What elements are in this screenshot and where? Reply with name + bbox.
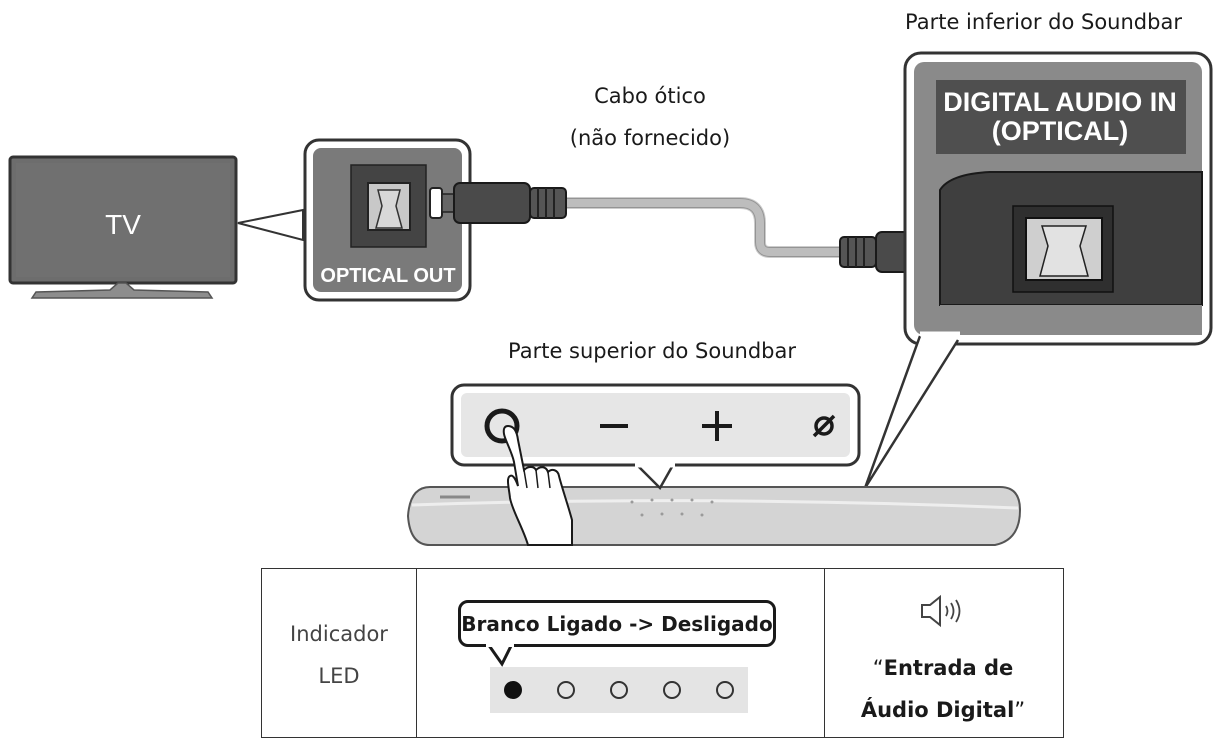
voice-line1: Entrada de <box>883 656 1014 680</box>
optical-cable <box>429 182 977 273</box>
tv-illustration: TV <box>8 155 238 299</box>
voice-line2: Áudio Digital <box>860 698 1015 722</box>
soundbar-body <box>406 486 1022 546</box>
led-callout: Branco Ligado -> Desligado <box>458 600 776 647</box>
soundbar-top-callout <box>450 383 861 546</box>
indicator-label-line1: Indicador <box>290 622 388 646</box>
led-dot-1 <box>504 681 522 699</box>
led-dot-5 <box>716 681 734 699</box>
led-dot-2 <box>557 681 575 699</box>
led-callout-pointer <box>486 644 514 667</box>
digital-audio-in-line2: (OPTICAL) <box>992 116 1128 146</box>
led-status-table: Indicador LED Branco Ligado -> Desligado <box>261 568 1064 738</box>
hand-pointer-icon <box>502 424 573 546</box>
voice-close-quote: ” <box>1014 698 1026 722</box>
speaker-icon <box>921 594 961 628</box>
volume-up-button[interactable] <box>702 411 732 441</box>
digital-audio-in-line1: DIGITAL AUDIO IN <box>943 87 1177 117</box>
led-callout-text: Branco Ligado -> Desligado <box>461 612 773 636</box>
soundbar-bottom-callout: DIGITAL AUDIO IN (OPTICAL) <box>863 51 1213 489</box>
led-dot-4 <box>663 681 681 699</box>
tv-optical-port-callout: OPTICAL OUT <box>237 138 472 302</box>
cable-label-line1: Cabo ótico <box>594 84 706 108</box>
led-strip <box>490 667 748 713</box>
soundbar-top-title: Parte superior do Soundbar <box>508 339 796 363</box>
tv-label: TV <box>105 209 141 240</box>
power-button[interactable] <box>484 408 520 444</box>
connection-diagram: TV OPTICAL OUT <box>8 51 1213 546</box>
led-cell: Branco Ligado -> Desligado <box>416 569 825 737</box>
indicator-cell: Indicador LED <box>262 569 417 737</box>
soundbar-bottom-title: Parte inferior do Soundbar <box>905 10 1182 34</box>
cable-label-line2: (não fornecido) <box>569 126 731 150</box>
optical-out-label: OPTICAL OUT <box>320 265 455 287</box>
source-button[interactable] <box>812 414 836 438</box>
voice-open-quote: “ <box>872 656 884 680</box>
voice-cell: “Entrada de Áudio Digital” <box>824 569 1062 737</box>
led-dot-3 <box>610 681 628 699</box>
indicator-label-line2: LED <box>318 664 360 688</box>
